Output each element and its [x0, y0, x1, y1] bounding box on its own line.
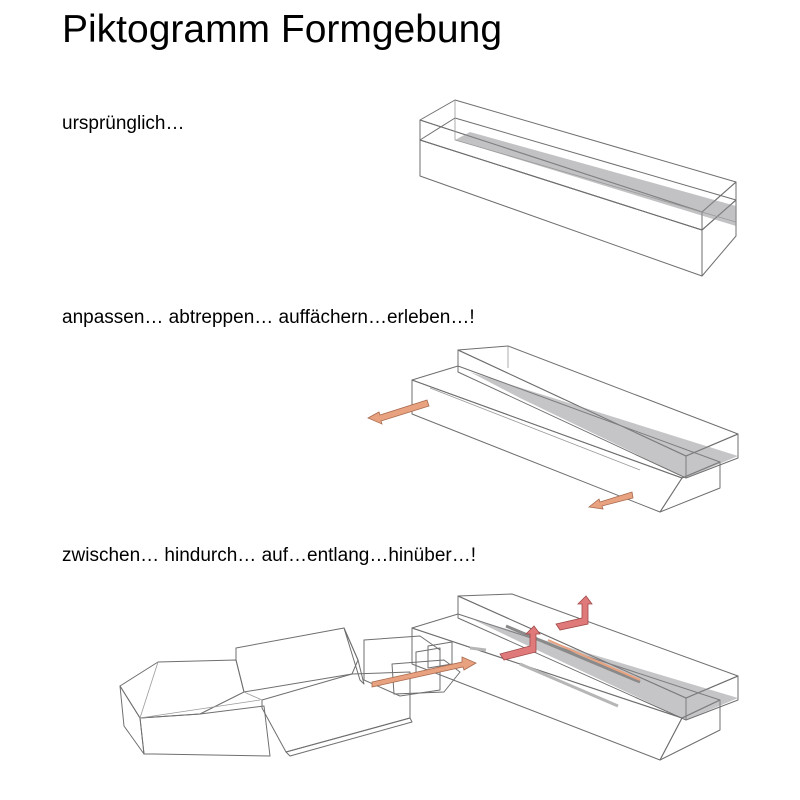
glass-volume-top — [457, 593, 739, 699]
glass-volume-top — [457, 345, 739, 457]
walkway-line — [519, 662, 619, 708]
existing-buildings — [119, 627, 461, 757]
diagram-connected-volume — [119, 593, 739, 761]
glass-fan-wedge — [470, 618, 738, 720]
crossing-arrow-icon — [371, 656, 477, 688]
diagram-original-volume — [419, 99, 737, 277]
diagram-adapted-volume — [367, 345, 739, 513]
stair-arrow-icon — [555, 595, 593, 631]
walkway-line — [469, 646, 487, 652]
stair-arrow-icon — [499, 625, 541, 661]
glass-fan-wedge — [470, 372, 738, 478]
arrow-right-down-icon — [588, 491, 634, 510]
glass-volume-end — [701, 181, 737, 231]
glass-inner-band — [455, 132, 736, 226]
caption-adapt: anpassen… abtreppen… auffächern…erleben…… — [62, 307, 475, 328]
page-title: Piktogramm Formgebung — [62, 8, 503, 51]
arrow-left-icon — [367, 399, 430, 425]
orange-path-line — [547, 639, 641, 681]
caption-original: ursprünglich… — [62, 113, 185, 134]
caption-between: zwischen… hindurch… auf…entlang…hinüber…… — [62, 545, 476, 566]
walkway-line — [505, 624, 641, 684]
